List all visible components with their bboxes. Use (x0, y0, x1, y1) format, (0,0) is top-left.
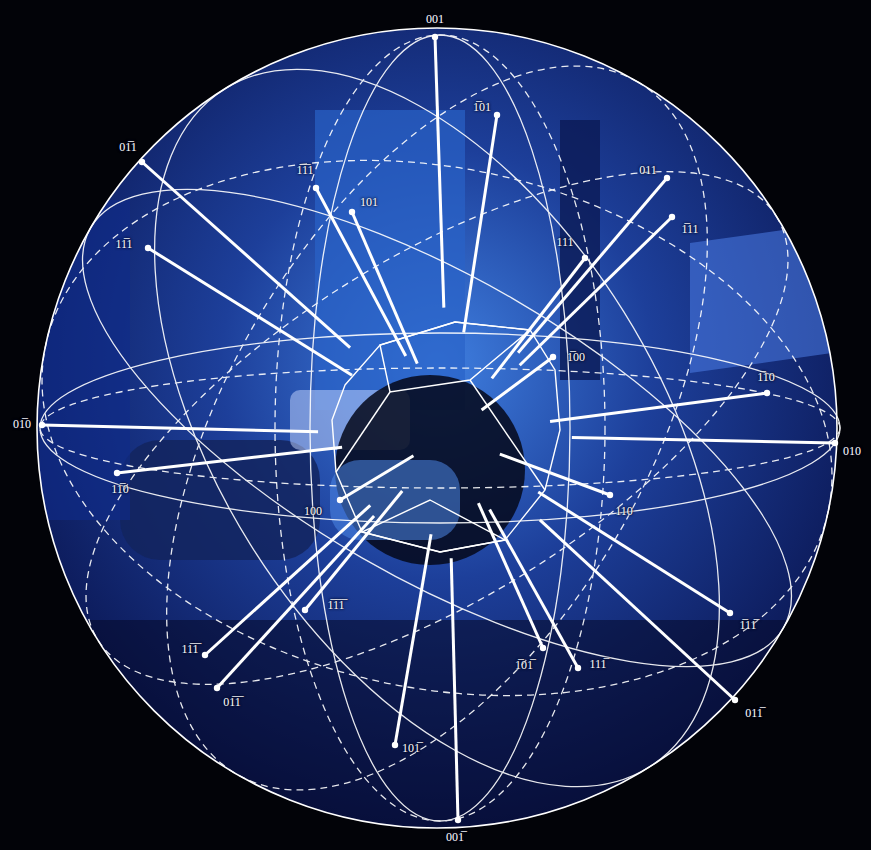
projector-line (142, 162, 350, 348)
miller-index: 011̅ (745, 706, 763, 722)
pole-dot (607, 492, 613, 498)
projector-line (42, 425, 318, 432)
projector-line (482, 357, 553, 410)
pole-dot (582, 255, 588, 261)
projector-line (464, 115, 497, 333)
miller-index: 010 (843, 444, 861, 460)
pole-dot (540, 645, 546, 651)
projector-line (395, 534, 431, 745)
pole-dot (202, 652, 208, 658)
projector-line (316, 188, 406, 356)
miller-index: 11̅1 (115, 237, 132, 253)
pole-dot (832, 440, 838, 446)
projector-line (478, 503, 543, 648)
pole-dot (432, 34, 438, 40)
miller-index: 01̅0 (13, 417, 31, 433)
miller-index: 1̅01̅ (515, 658, 533, 674)
miller-index: 100 (304, 504, 322, 520)
miller-index: 101̅ (402, 741, 420, 757)
miller-index: 01̅1 (119, 140, 137, 156)
projector-line (451, 558, 458, 820)
miller-index: 101 (360, 195, 378, 211)
miller-index: 11̅0 (111, 482, 129, 498)
pole-dot (727, 610, 733, 616)
pole-dot (302, 607, 308, 613)
pole-dot (114, 470, 120, 476)
pole-dot (392, 742, 398, 748)
pole-dot (732, 697, 738, 703)
miller-index: 1̅11 (681, 222, 698, 238)
miller-index: 001 (426, 12, 444, 28)
pole-dot (313, 185, 319, 191)
projector-line (538, 492, 730, 613)
primitive-circle (37, 28, 837, 828)
projector-line (340, 456, 413, 500)
projector-line (572, 438, 835, 443)
miller-index: 1̅10 (757, 370, 775, 386)
miller-index: 1̅1̅1̅ (327, 598, 344, 614)
projector-line (540, 520, 735, 700)
projector-line (492, 258, 585, 378)
miller-index: 1̅00 (567, 350, 585, 366)
projector-line (490, 510, 578, 668)
projector-line (435, 37, 444, 308)
projector-line (117, 447, 342, 473)
miller-index: 1̅01 (473, 100, 491, 116)
miller-index: 110 (615, 504, 633, 520)
pole-dot (764, 390, 770, 396)
miller-index: 111̅ (589, 657, 606, 673)
miller-index: 01̅1̅ (223, 695, 241, 711)
central-polyhedron (332, 322, 560, 552)
projector-line (518, 178, 667, 353)
miller-index: 1̅1̅1 (296, 163, 313, 179)
miller-index: 11̅1̅ (181, 642, 198, 658)
projector-line (520, 217, 672, 365)
pole-dot (145, 245, 151, 251)
projector-line (550, 393, 767, 422)
miller-index: 001̅ (446, 830, 464, 846)
projector-line (500, 454, 610, 495)
miller-index: 111 (556, 235, 573, 251)
pole-dot (39, 422, 45, 428)
pole-dot (494, 112, 500, 118)
miller-index: 1̅11̅ (739, 618, 756, 634)
pole-dot (455, 817, 461, 823)
projector-line (217, 516, 374, 688)
pole-dot (214, 685, 220, 691)
pole-dot (349, 209, 355, 215)
projector-line (352, 212, 417, 364)
miller-index: 011 (639, 163, 657, 179)
projector-line (205, 505, 370, 655)
projector-line (148, 248, 352, 375)
pole-dot (664, 175, 670, 181)
pole-dot (550, 354, 556, 360)
pole-dot (669, 214, 675, 220)
pole-dot (337, 497, 343, 503)
pole-dot (139, 159, 145, 165)
pole-dot (575, 665, 581, 671)
